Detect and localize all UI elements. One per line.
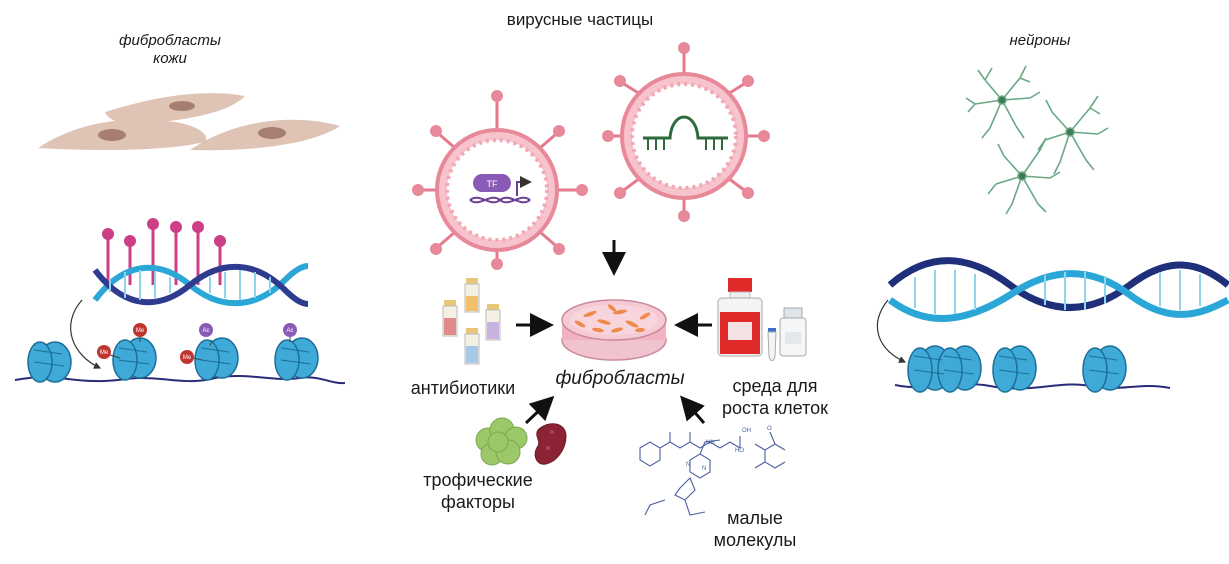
me-mark: Me [136, 328, 145, 334]
small-molecules-line1: малые [727, 508, 783, 528]
ac-mark: Ac [202, 328, 209, 334]
small-molecules-label: малые молекулы [700, 508, 810, 551]
growth-medium-label: среда для роста клеток [700, 376, 850, 419]
small-molecules-labels: OH HO O NH N N [686, 426, 772, 472]
me-mark: Me [100, 350, 109, 356]
fibroblast-cells-icon [38, 93, 340, 151]
viral-particle-rna-icon [602, 42, 770, 222]
oh-mark: OH [742, 428, 751, 434]
trophic-factors-icon [475, 417, 567, 466]
viral-particle-tf-icon: TF [412, 90, 588, 270]
skin-fibroblasts-label-line2: кожи [153, 50, 187, 67]
growth-medium-line1: среда для [732, 376, 818, 396]
n-mark: N [686, 462, 690, 468]
me-mark: Me [183, 355, 192, 361]
culture-medium-icon [717, 278, 807, 361]
o-mark: O [767, 426, 772, 432]
tf-mark: TF [487, 179, 498, 189]
curved-arrow-right [876, 299, 907, 363]
n-mark: N [702, 466, 706, 472]
ac-mark: Ac [286, 328, 293, 334]
neurons-icon [965, 65, 1109, 215]
small-molecules-line2: молекулы [713, 529, 797, 550]
trophic-factors-line1: трофические [423, 470, 533, 490]
petri-dish-icon [561, 299, 667, 361]
arrows [516, 240, 712, 425]
closed-chromatin-icon: Me Me Me Ac Ac [14, 323, 346, 385]
skin-fibroblasts-label: фибробласты кожи [100, 32, 240, 68]
antibiotic-vials-icon [442, 278, 501, 365]
nh-mark: NH [706, 440, 715, 446]
viral-particles-label: вирусные частицы [506, 10, 654, 29]
trophic-factors-label: трофические факторы [408, 470, 548, 513]
ho-mark: HO [735, 448, 744, 454]
methylated-dna-icon [92, 218, 309, 307]
curved-arrow-left [70, 299, 102, 369]
unmethylated-dna-icon [887, 257, 1229, 322]
fibroblasts-center-label: фибробласты [555, 368, 685, 389]
open-chromatin-icon [894, 345, 1171, 393]
arrow-trophic-to-dish [524, 395, 555, 425]
arrow-molecules-to-dish [680, 395, 706, 424]
skin-fibroblasts-label-line1: фибробласты [119, 32, 221, 49]
trophic-factors-line2: факторы [441, 491, 515, 512]
small-molecules-icon [639, 431, 786, 516]
antibiotics-label: антибиотики [410, 378, 516, 398]
growth-medium-line2: роста клеток [722, 397, 828, 418]
neurons-label: нейроны [1009, 32, 1071, 49]
